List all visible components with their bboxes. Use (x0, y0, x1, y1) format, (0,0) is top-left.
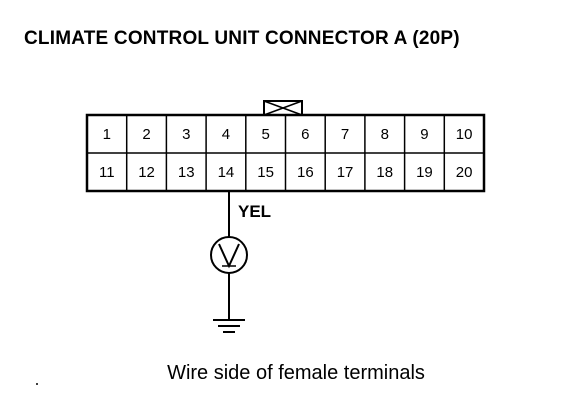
diagram-caption: Wire side of female terminals (0, 362, 576, 385)
terminal-16: 16 (297, 164, 314, 181)
terminal-7: 7 (341, 126, 349, 143)
terminal-13: 13 (178, 164, 195, 181)
ground-icon (213, 319, 245, 333)
terminal-4: 4 (222, 126, 230, 143)
terminal-2: 2 (142, 126, 150, 143)
terminal-6: 6 (301, 126, 309, 143)
terminal-11: 11 (99, 164, 115, 181)
terminal-17: 17 (337, 164, 354, 181)
wire-color-label: YEL (238, 202, 271, 221)
terminal-1: 1 (103, 126, 111, 143)
terminal-14: 14 (218, 164, 235, 181)
terminal-5: 5 (261, 126, 269, 143)
stray-dot (36, 383, 38, 385)
connector-lock-tab (263, 100, 303, 116)
voltmeter-icon (210, 236, 248, 274)
terminal-20: 20 (456, 164, 473, 181)
terminal-18: 18 (376, 164, 393, 181)
terminal-8: 8 (381, 126, 389, 143)
terminal-15: 15 (257, 164, 274, 181)
terminal-9: 9 (420, 126, 428, 143)
terminal-19: 19 (416, 164, 433, 181)
terminal-3: 3 (182, 126, 190, 143)
diagram-title: CLIMATE CONTROL UNIT CONNECTOR A (20P) (24, 28, 460, 49)
terminal-10: 10 (456, 126, 473, 143)
caption-text: Wire side of female terminals (167, 362, 425, 384)
terminal-12: 12 (138, 164, 155, 181)
